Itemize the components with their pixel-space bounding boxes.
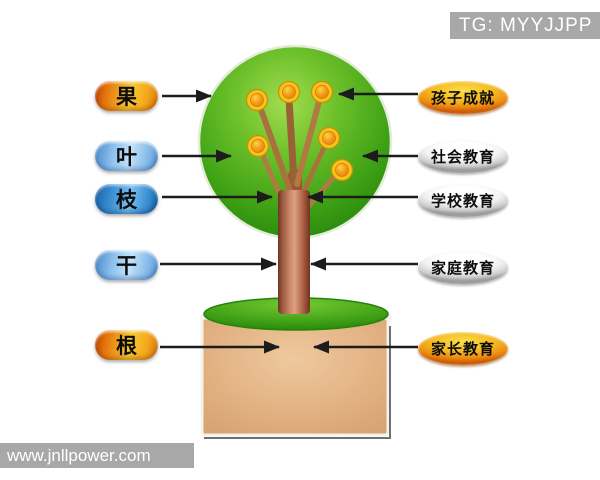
bottom-left-watermark-text: www.jnllpower.com bbox=[7, 445, 151, 465]
bottom-left-watermark: www.jnllpower.com bbox=[0, 443, 194, 468]
left-label-root: 根 bbox=[95, 330, 158, 360]
branch bbox=[294, 95, 323, 187]
top-right-watermark: TG: MYYJJPP bbox=[450, 12, 600, 39]
fruit-1 bbox=[245, 88, 269, 112]
right-label-child-achievement-text: 孩子成就 bbox=[430, 90, 495, 107]
right-label-family-education-text: 家庭教育 bbox=[430, 260, 495, 277]
branch bbox=[285, 95, 298, 186]
plant-pot bbox=[200, 316, 390, 437]
right-label-school-education: 学校教育 bbox=[418, 184, 508, 217]
right-label-child-achievement: 孩子成就 bbox=[418, 81, 508, 114]
tree-fruits bbox=[245, 80, 354, 182]
right-label-parent-education-text: 家长教育 bbox=[430, 341, 495, 358]
connector-arrows bbox=[160, 87, 418, 354]
right-label-school-education-text: 学校教育 bbox=[430, 193, 495, 210]
left-label-branch: 枝 bbox=[95, 184, 158, 214]
right-label-social-education: 社会教育 bbox=[418, 140, 508, 173]
fruit-5 bbox=[317, 126, 341, 150]
right-label-family-education: 家庭教育 bbox=[418, 251, 508, 284]
left-label-leaf-text: 叶 bbox=[116, 146, 137, 169]
left-label-trunk-text: 干 bbox=[116, 255, 137, 278]
left-label-root-text: 根 bbox=[116, 335, 137, 358]
left-label-fruit: 果 bbox=[95, 81, 158, 111]
right-label-parent-education: 家长教育 bbox=[418, 332, 508, 365]
right-label-social-education-text: 社会教育 bbox=[430, 149, 495, 166]
top-right-watermark-text: TG: MYYJJPP bbox=[459, 14, 593, 36]
left-label-leaf: 叶 bbox=[95, 141, 158, 171]
fruit-2 bbox=[277, 80, 301, 104]
left-label-trunk: 干 bbox=[95, 250, 158, 280]
pot-shadow bbox=[204, 326, 391, 439]
fruit-3 bbox=[310, 80, 334, 104]
tree-trunk bbox=[278, 190, 310, 314]
fruit-4 bbox=[246, 134, 270, 158]
left-label-fruit-text: 果 bbox=[116, 86, 137, 109]
left-label-branch-text: 枝 bbox=[116, 189, 137, 212]
branch bbox=[256, 101, 295, 199]
fruit-6 bbox=[330, 158, 354, 182]
